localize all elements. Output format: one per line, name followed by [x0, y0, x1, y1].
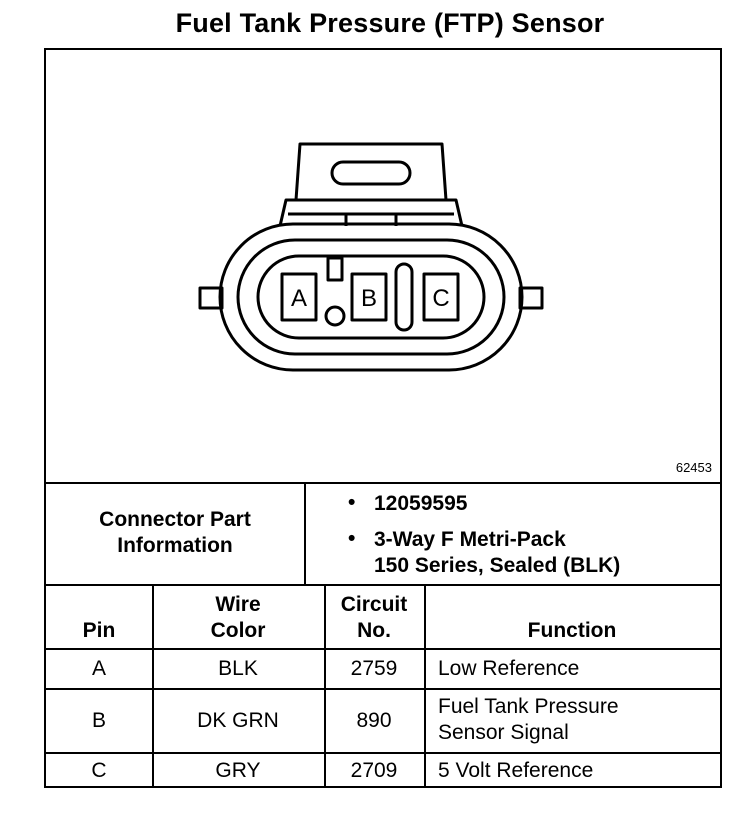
part-info-label: Connector Part Information — [99, 508, 251, 557]
row-a-circuit: 2759 — [350, 657, 398, 680]
pin-cavity-c — [422, 272, 460, 322]
diagram-divider — [46, 482, 720, 484]
info-table-divider — [46, 584, 720, 586]
page-title: Fuel Tank Pressure (FTP) Sensor — [175, 8, 605, 38]
connector-seal — [256, 254, 486, 340]
bullet-1: • — [348, 491, 356, 514]
table-col-line-3 — [424, 584, 426, 786]
row-c-function: 5 Volt Reference — [438, 759, 594, 782]
row-a-divider — [46, 688, 720, 690]
connector-diagram: A B C 62453 — [46, 50, 720, 484]
header-wire-color: Wire Color — [210, 593, 266, 642]
connector-key-hole — [324, 305, 346, 327]
row-b-wire-color: DK GRN — [197, 709, 279, 732]
diagram-frame: A B C 62453 Connector Part Information •… — [44, 48, 722, 788]
pin-label-c: C — [432, 285, 449, 312]
row-a-wire-color: BLK — [218, 657, 258, 680]
table-col-line-2 — [324, 584, 326, 786]
row-b-function: Fuel Tank Pressure Sensor Signal — [438, 695, 619, 744]
connector-ear-left — [198, 286, 224, 310]
part-number: 12059595 — [374, 492, 468, 515]
pin-cavity-a — [280, 272, 318, 322]
connector-shell-inner — [236, 238, 506, 356]
header-function: Function — [527, 619, 617, 642]
connector-ear-right — [518, 286, 544, 310]
row-c-pin: C — [91, 759, 107, 782]
info-divider — [304, 482, 306, 584]
row-b-divider — [46, 752, 720, 754]
row-c-circuit: 2709 — [350, 759, 398, 782]
connector-lock-tab — [294, 142, 448, 201]
connector-shell-outer — [218, 222, 524, 372]
row-b-pin: B — [91, 709, 106, 732]
row-b-circuit: 890 — [356, 709, 392, 732]
connector-description: 3-Way F Metri-Pack 150 Series, Sealed (B… — [374, 528, 621, 577]
pin-label-b: B — [361, 285, 377, 312]
connector-polarization-bar — [394, 262, 414, 332]
bullet-2: • — [348, 527, 356, 550]
figure-number: 62453 — [675, 460, 712, 475]
pin-cavity-b — [350, 272, 388, 322]
header-divider — [46, 648, 720, 650]
table-col-line-1 — [152, 584, 154, 786]
connector-drawing: A B C — [198, 142, 544, 372]
connector-lock-slot — [330, 160, 412, 186]
connector-shoulder — [278, 198, 464, 227]
row-c-wire-color: GRY — [215, 759, 261, 782]
connector-key — [326, 256, 344, 282]
pin-label-a: A — [291, 285, 307, 312]
row-a-pin: A — [91, 657, 106, 680]
header-circuit: Circuit No. — [340, 593, 408, 642]
header-pin: Pin — [82, 619, 116, 642]
row-a-function: Low Reference — [438, 657, 580, 680]
